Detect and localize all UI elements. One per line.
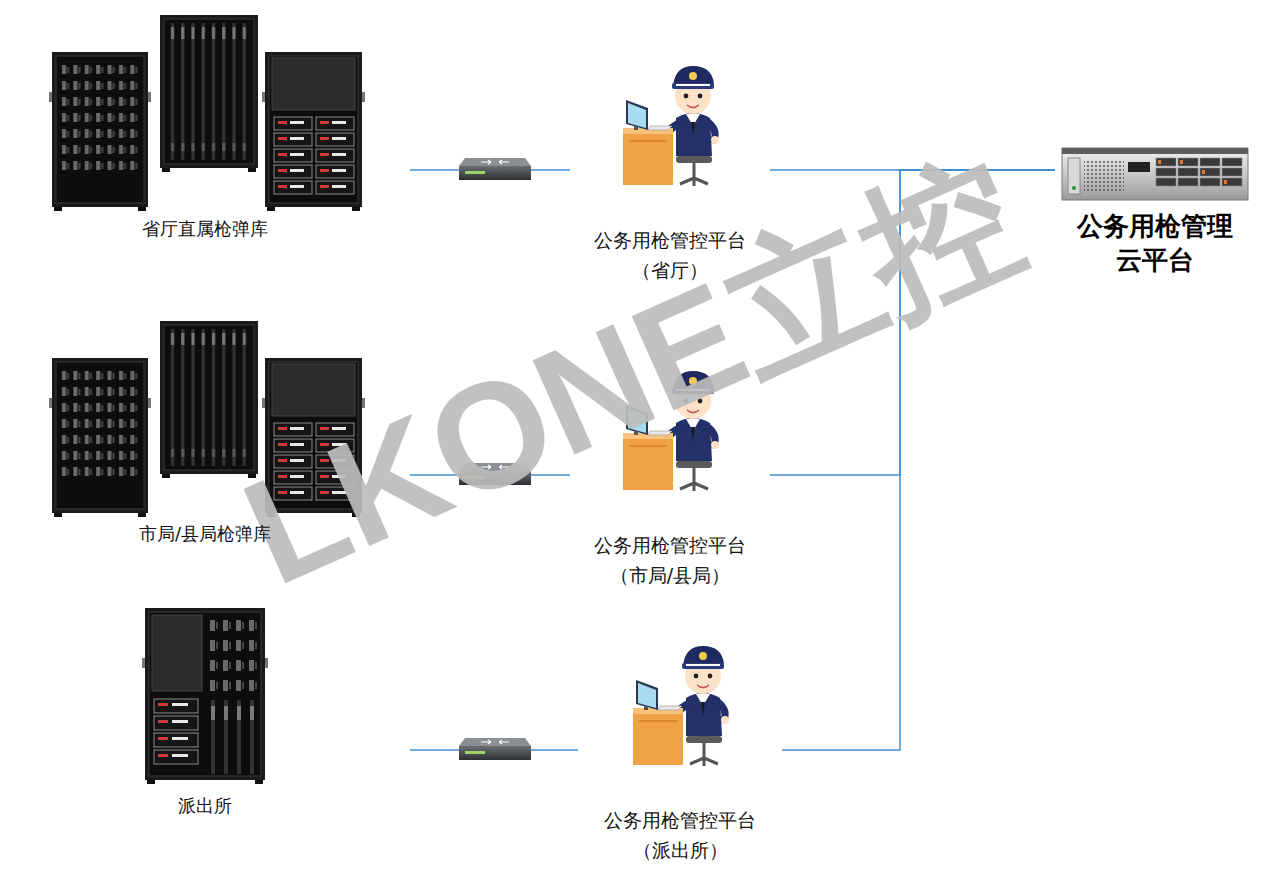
police-figure — [633, 646, 729, 766]
platform-ellipse: 公务用枪管控平台 （省厅） — [570, 125, 770, 215]
node-label: 公务用枪管控平台 （市局/县局） — [585, 530, 755, 590]
gun-cabinet — [262, 52, 365, 211]
node-label: 省厅直属枪弹库 — [142, 218, 268, 245]
server-icon — [1062, 148, 1248, 200]
node-label: 公务用枪管控平台 （派出所） — [595, 805, 765, 865]
armory-ellipse: 省厅直属枪弹库 — [0, 95, 410, 245]
node-label: 公务用枪管理 云平台 — [1070, 209, 1240, 277]
ellipse-fill — [0, 400, 410, 550]
ellipse-fill — [578, 705, 782, 795]
ellipse-shape — [570, 125, 770, 215]
police-figure — [623, 66, 719, 186]
ellipse-fill — [0, 678, 410, 822]
gun-cabinet — [142, 608, 268, 784]
switch-icon — [459, 738, 531, 760]
node-label: 派出所 — [178, 795, 232, 822]
ellipse-fill — [570, 430, 770, 520]
gun-cabinet — [49, 358, 151, 517]
node-label: 公务用枪管控平台 （省厅） — [585, 225, 755, 285]
gun-cabinets — [49, 15, 365, 784]
ellipse-shape — [578, 705, 782, 795]
gun-cabinet — [160, 15, 258, 172]
ellipse-fill — [0, 95, 410, 245]
armory-ellipse: 派出所 — [0, 678, 410, 822]
cloud-server-node: 公务用枪管理 云平台 — [1055, 145, 1255, 277]
platform-ellipse: 公务用枪管控平台 （派出所） — [578, 705, 782, 795]
gun-cabinet — [49, 52, 151, 211]
node-label: 市局/县局枪弹库 — [139, 523, 271, 550]
gun-cabinet — [160, 321, 258, 478]
ellipse-fill — [570, 125, 770, 215]
switch-icon — [459, 158, 531, 180]
